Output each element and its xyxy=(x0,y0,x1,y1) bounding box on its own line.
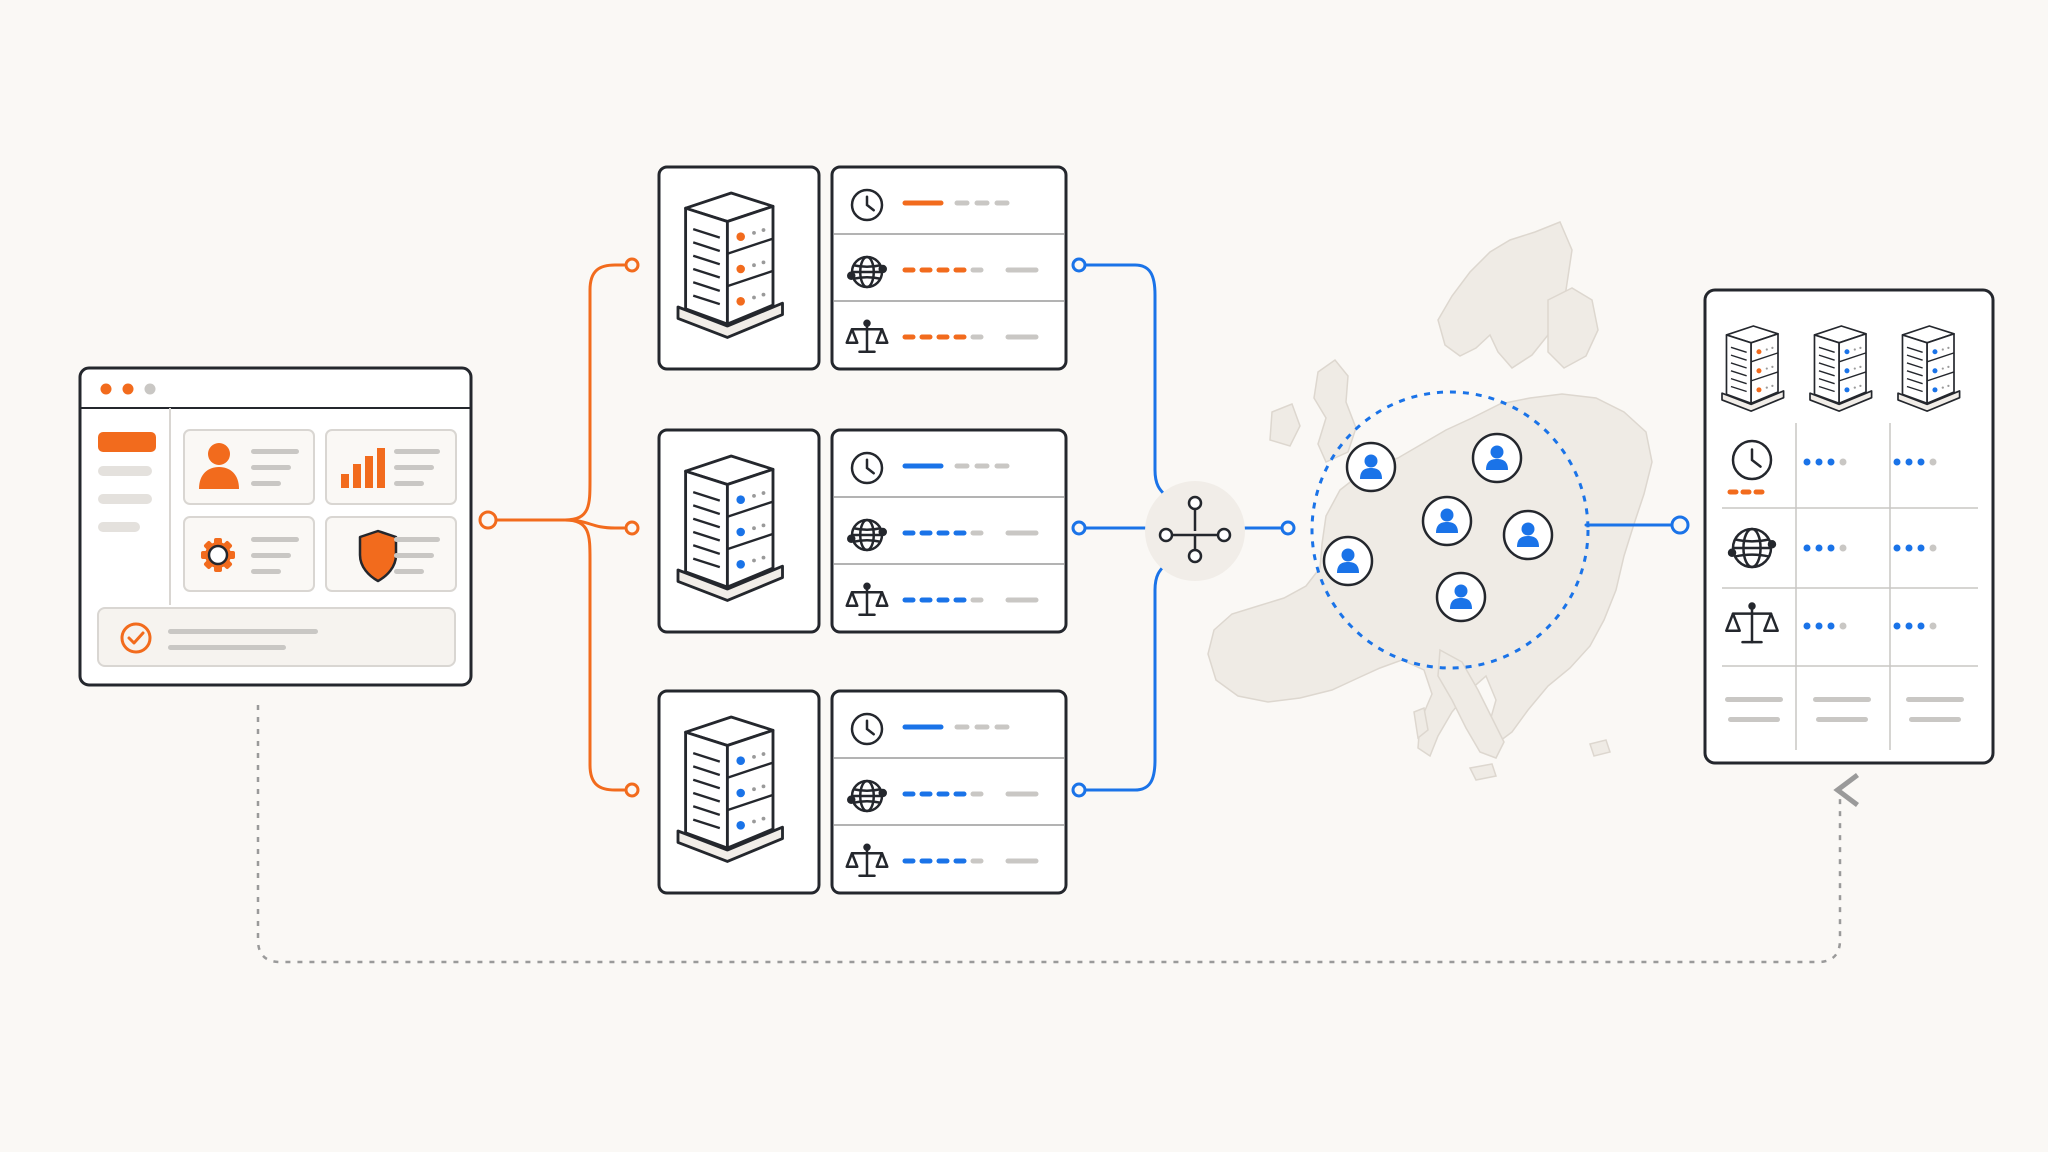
table-cell xyxy=(1893,458,1937,466)
window-dot xyxy=(100,383,112,395)
server-icon xyxy=(1721,325,1785,412)
status-text-placeholder xyxy=(168,645,286,650)
network-hub-icon xyxy=(1158,495,1232,564)
user-icon xyxy=(1322,535,1374,587)
user-icon xyxy=(1421,495,1473,547)
table-row xyxy=(1727,439,1937,495)
scale-icon xyxy=(1725,602,1779,644)
table-cell xyxy=(1893,544,1937,552)
metric-row xyxy=(847,779,1039,813)
table-row xyxy=(1725,602,1937,644)
globe-icon xyxy=(847,255,887,289)
scale-icon xyxy=(845,582,889,616)
server-node xyxy=(657,689,1068,895)
metric-row xyxy=(845,843,1039,877)
server-metrics xyxy=(830,428,1068,634)
card-settings xyxy=(183,516,315,592)
user-icon xyxy=(1345,441,1397,493)
sidebar-item xyxy=(98,466,152,476)
eu-user-region xyxy=(1310,390,1590,670)
table-footer-placeholders xyxy=(1725,697,1964,722)
orange-connectors xyxy=(494,263,626,792)
server-icon xyxy=(676,454,784,602)
sidebar-item xyxy=(98,494,152,504)
metric-row xyxy=(850,451,1010,485)
server-node xyxy=(657,428,1068,634)
window-controls xyxy=(100,383,156,395)
metric-row xyxy=(847,518,1039,552)
clock-icon xyxy=(850,451,884,485)
card-users xyxy=(183,429,315,505)
server-icon xyxy=(1897,325,1961,412)
gear-icon xyxy=(201,538,235,572)
metric-row xyxy=(850,188,1010,222)
source-app-window xyxy=(78,366,473,687)
server-metrics xyxy=(830,689,1068,895)
globe-icon xyxy=(847,779,887,813)
region-users xyxy=(1322,432,1554,623)
check-circle-icon xyxy=(120,622,152,654)
blue-connector-ports xyxy=(1071,257,1690,798)
europe-map xyxy=(1207,221,1653,781)
bar-chart-icon xyxy=(341,448,385,488)
window-dot xyxy=(144,383,156,395)
user-icon xyxy=(1471,432,1523,484)
server-icon xyxy=(676,715,784,863)
table-header xyxy=(1721,325,1961,412)
card-text-placeholders xyxy=(251,449,440,574)
table-grid xyxy=(1722,423,1978,750)
server-icon xyxy=(676,191,784,339)
table-cell xyxy=(1803,458,1847,466)
metric-row xyxy=(845,319,1039,353)
window-dot xyxy=(122,383,134,395)
server-node xyxy=(657,165,1068,371)
clock-icon xyxy=(1731,439,1773,481)
blue-connectors xyxy=(1084,263,1674,792)
user-icon xyxy=(1502,509,1554,561)
region-boundary xyxy=(1310,390,1590,670)
dashed-return-arrow xyxy=(256,705,1859,964)
status-bar xyxy=(97,607,456,667)
server-nodes xyxy=(657,165,1068,895)
table-cell xyxy=(1803,544,1847,552)
scale-icon xyxy=(845,843,889,877)
card-analytics xyxy=(325,429,457,505)
metric-row xyxy=(845,582,1039,616)
status-text-placeholder xyxy=(168,629,318,634)
table-row xyxy=(1727,527,1937,569)
table-cell xyxy=(1803,622,1847,630)
globe-icon xyxy=(1727,527,1777,569)
scale-icon xyxy=(845,319,889,353)
clock-icon xyxy=(850,188,884,222)
network-hub xyxy=(1145,481,1245,581)
metric-row xyxy=(850,712,1010,746)
user-icon xyxy=(199,443,239,489)
app-sidebar xyxy=(98,432,156,532)
table-cell xyxy=(1893,622,1937,630)
sidebar-item-active xyxy=(98,432,156,452)
table-rows xyxy=(1725,439,1937,644)
globe-icon xyxy=(847,518,887,552)
clock-icon xyxy=(850,712,884,746)
orange-connector-ports xyxy=(478,257,640,798)
user-icon xyxy=(1435,571,1487,623)
sidebar-item xyxy=(98,522,140,532)
server-metrics xyxy=(830,165,1068,371)
server-icon xyxy=(1809,325,1873,412)
summary-table xyxy=(1703,288,1995,765)
metric-row xyxy=(847,255,1039,289)
